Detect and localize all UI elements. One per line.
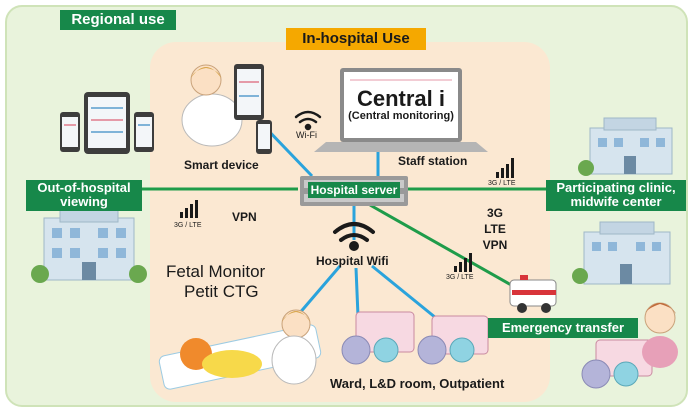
fetal-monitor-device-icon [417,315,489,365]
central-subtitle: (Central monitoring) [348,110,454,122]
signal-bars-icon [496,158,514,178]
smartphone-icon [60,112,80,152]
vpn-label: VPN [232,210,257,224]
smartphone-icon [134,112,154,152]
wifi-icon [333,222,375,251]
out-of-hospital-label: Out-of-hospital viewing [26,180,142,211]
blue-link-device-1 [354,267,360,317]
hospital-building-icon [31,207,147,283]
nurse-illustration [271,309,317,385]
tablet-icon [84,92,130,154]
petit-ctg-label: Petit CTG [184,282,259,301]
wifi-icon [294,110,322,131]
fetal-monitor-device-icon [581,339,653,389]
smartphone-icon [256,120,272,154]
blue-link-device-2 [371,264,437,320]
participating-clinic-label: Participating clinic, midwife center [546,180,686,211]
nurse-illustration [181,64,243,147]
regional-use-label: Regional use [60,10,176,30]
central-title: Central i [356,86,446,111]
wifi-small-label: Wi-Fi [296,130,317,140]
net-lte-label: LTE [484,222,506,236]
fetal-monitor-label: Fetal Monitor [166,262,266,281]
emergency-transfer-label: Emergency transfer [488,318,638,338]
hospital-server-label: Hospital server [308,182,400,198]
hospital-building-icon [572,221,671,285]
signal-right-mid-label: 3G / LTE [446,274,474,281]
signal-right-top-label: 3G / LTE [488,180,516,187]
fetal-monitor-device-icon [341,311,415,365]
staff-station-label: Staff station [398,154,468,168]
signal-bars-icon [454,253,472,272]
net-vpn-label: VPN [482,238,508,252]
pregnant-woman-illustration [642,302,678,368]
in-hospital-use-label: In-hospital Use [286,28,426,50]
signal-bars-icon [180,200,198,218]
hospital-building-icon [578,117,673,176]
signal-left-label: 3G / LTE [174,222,202,229]
ward-rooms-label: Ward, L&D room, Outpatient [330,376,505,391]
ambulance-icon [509,275,557,313]
green-link-ambulance [369,203,521,292]
laptop-icon [314,68,488,152]
net-3g-label: 3G [486,206,503,220]
smart-device-label: Smart device [184,158,259,172]
tablet-icon [234,64,264,120]
hospital-wifi-label: Hospital Wifi [316,254,389,268]
